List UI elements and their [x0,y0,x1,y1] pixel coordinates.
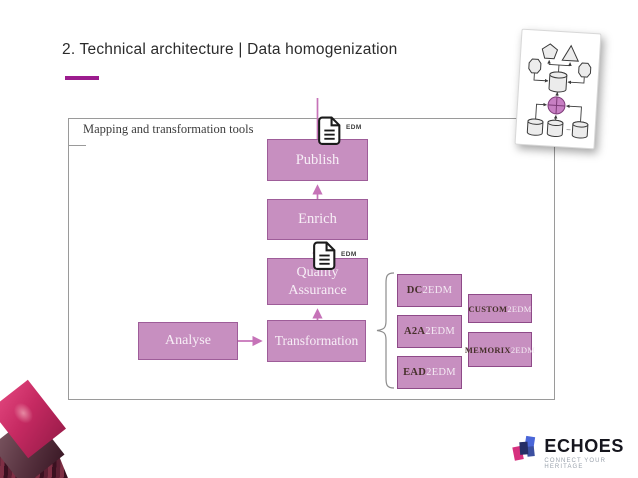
mapping-prefix: A2A [403,326,426,337]
echoes-logo-icon [512,435,536,461]
octagon-shape-left [528,58,542,74]
echoes-logo: ECHOES CONNECT YOUR HERITAGE [508,432,638,470]
thumbnail-connectors [533,59,585,131]
page-title: 2. Technical architecture | Data homogen… [62,41,398,58]
mapping-prefix: CUSTOM [468,303,508,314]
echoes-tagline: CONNECT YOUR HERITAGE [544,458,607,470]
edm-label: EDM [341,251,357,258]
mapping-suffix: 2EDM [507,303,532,314]
mapping-suffix: 2EDM [426,367,456,378]
triangle-shape [561,44,580,62]
flow-box-enrich: Enrich [267,199,368,240]
mapping-suffix: 2EDM [425,326,456,337]
title-accent-dash [65,76,99,80]
architecture-thumbnail-icon [526,43,592,139]
database-cylinder-top [549,71,568,79]
mapping-prefix: EAD [403,367,427,378]
homogenizer-node [547,96,566,115]
octagon-shape-right [578,62,592,78]
mapping-suffix: 2EDM [510,344,536,355]
pentagon-shape [541,43,559,60]
diagram-container-label: Mapping and transformation tools [83,122,254,136]
flow-box-transformation: Transformation [267,320,366,362]
flow-box-publish: Publish [267,139,368,181]
mapping-prefix: MEMORIX [464,344,511,355]
mapping-suffix: 2EDM [422,285,453,296]
flow-box-analyse: Analyse [138,322,238,360]
edm-document-icon [318,116,341,145]
edm-document-icon [313,241,336,270]
echoes-wordmark: ECHOES [544,436,625,456]
architecture-thumbnail-card [514,28,602,150]
mapping-prefix: DC [406,285,423,296]
edm-label: EDM [346,124,362,131]
diagram-label-notch [68,145,86,146]
